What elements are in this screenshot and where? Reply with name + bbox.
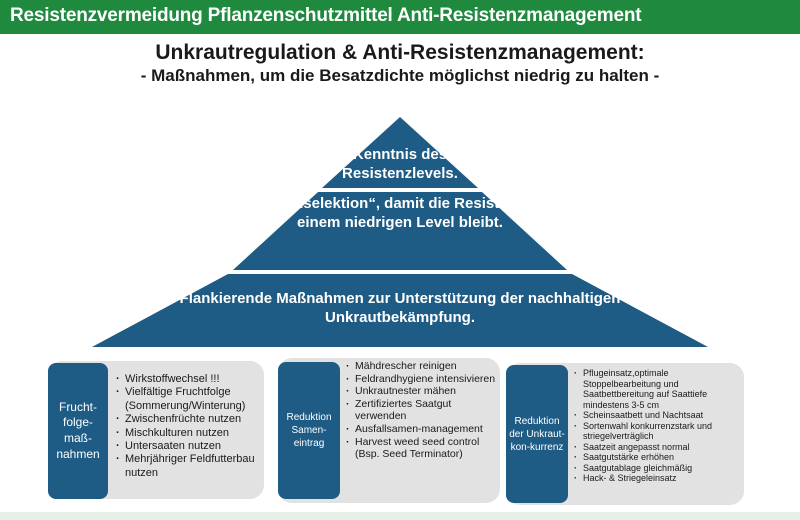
list-item: Mischkulturen nutzen [116,427,262,441]
group-samen-label: Reduktion Samen-eintrag [278,362,340,499]
list-item: Hack- & Striegeleinsatz [574,473,740,484]
list-item: Zertifiziertes Saatgut verwenden [346,398,496,423]
group-samen-list: Mähdrescher reinigen Feldrandhygiene int… [346,360,496,461]
pyramid-top-segment [322,117,478,188]
page-subtitle: - Maßnahmen, um die Besatzdichte möglich… [140,66,660,85]
header-title: Resistenzvermeidung Pflanzenschutzmittel… [10,5,642,26]
page-title: Unkrautregulation & Anti-Resistenzmanage… [155,41,645,64]
list-item: Unkrautnester mähen [346,385,496,398]
pyramid-middle-text: „Gegenselektion“, damit die Resistenz au… [249,195,551,231]
pyramid-base-segment [92,274,708,347]
group-konkurrenz-list: Pflugeinsatz,optimale Stoppelbearbeitung… [574,368,740,484]
list-item: Saatgutablage gleichmäßig [574,463,740,474]
group-fruchtfolge-list: Wirkstoffwechsel !!! Vielfältige Fruchtf… [116,373,262,480]
pyramid-base-text: Flankierende Maßnahmen zur Unterstützung… [179,290,621,326]
pyramid-middle-segment [233,192,567,270]
list-item: Untersaaten nutzen [116,440,262,454]
list-item: Zwischenfrüchte nutzen [116,413,262,427]
list-item: Pflugeinsatz,optimale Stoppelbearbeitung… [574,368,740,410]
group-konkurrenz-label: Reduktion der Unkraut-kon-kurrenz [506,365,568,503]
list-item: Harvest weed seed control (Bsp. Seed Ter… [346,436,496,461]
list-item: Feldrandhygiene intensivieren [346,373,496,386]
bottom-strip [0,512,800,520]
pyramid-top-text: Kenntnis des Resistenzlevels. [342,146,458,182]
list-item: Saatzeit angepasst normal [574,442,740,453]
list-item: Mähdrescher reinigen [346,360,496,373]
list-item: Vielfältige Fruchtfolge (Sommerung/Winte… [116,386,262,413]
list-item: Mehrjähriger Feldfutterbau nutzen [116,453,262,480]
list-item: Scheinsaatbett und Nachtsaat [574,410,740,421]
list-item: Sortenwahl konkurrenzstark und striegelv… [574,421,740,442]
group-fruchtfolge-label: Frucht-folge-maß-nahmen [48,363,108,499]
list-item: Saatgutstärke erhöhen [574,452,740,463]
list-item: Ausfallsamen-management [346,423,496,436]
header-bar: Resistenzvermeidung Pflanzenschutzmittel… [0,0,800,34]
list-item: Wirkstoffwechsel !!! [116,373,262,387]
